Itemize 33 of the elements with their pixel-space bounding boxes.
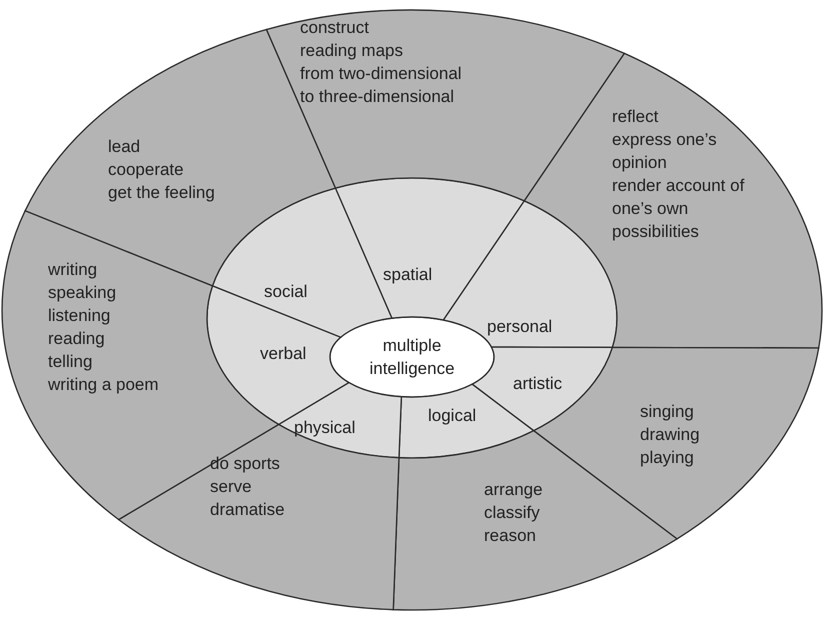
activity-text: classify: [484, 502, 540, 524]
sector-label: social: [264, 281, 308, 303]
activity-text: singing: [640, 401, 694, 423]
activity-text: reading: [48, 328, 105, 350]
activity-text: dramatise: [210, 499, 285, 521]
activity-text: writing: [48, 259, 98, 281]
activity-text: writing a poem: [48, 374, 159, 396]
activity-text: speaking: [48, 282, 116, 304]
sector-label: physical: [294, 417, 356, 439]
activity-text: listening: [48, 305, 110, 327]
sector-label: logical: [428, 405, 476, 427]
activity-text: do sports: [210, 453, 280, 475]
activity-text: serve: [210, 476, 252, 498]
sector-label: verbal: [260, 343, 306, 365]
sector-label: spatial: [383, 264, 432, 286]
activity-text: arrange: [484, 479, 543, 501]
sector-label: artistic: [513, 373, 562, 395]
activity-text: reason: [484, 525, 536, 547]
center-label: multiple intelligence: [368, 335, 456, 380]
activity-text: from two-dimensional to three-dimensional: [300, 63, 463, 108]
activity-text: reading maps: [300, 40, 404, 62]
inner-ring-sector: [334, 177, 525, 321]
activity-text: lead: [108, 136, 140, 158]
sector-label: personal: [487, 316, 552, 338]
activity-text: render account of one’s own possibilities: [612, 175, 746, 243]
activity-text: playing: [640, 447, 694, 469]
activity-text: telling: [48, 351, 92, 373]
inner-ring-sector: [278, 382, 402, 458]
activity-text: reflect: [612, 106, 658, 128]
activity-text: drawing: [640, 424, 700, 446]
activity-text: get the feeling: [108, 182, 215, 204]
activity-text: cooperate: [108, 159, 184, 181]
activity-text: construct: [300, 17, 369, 39]
